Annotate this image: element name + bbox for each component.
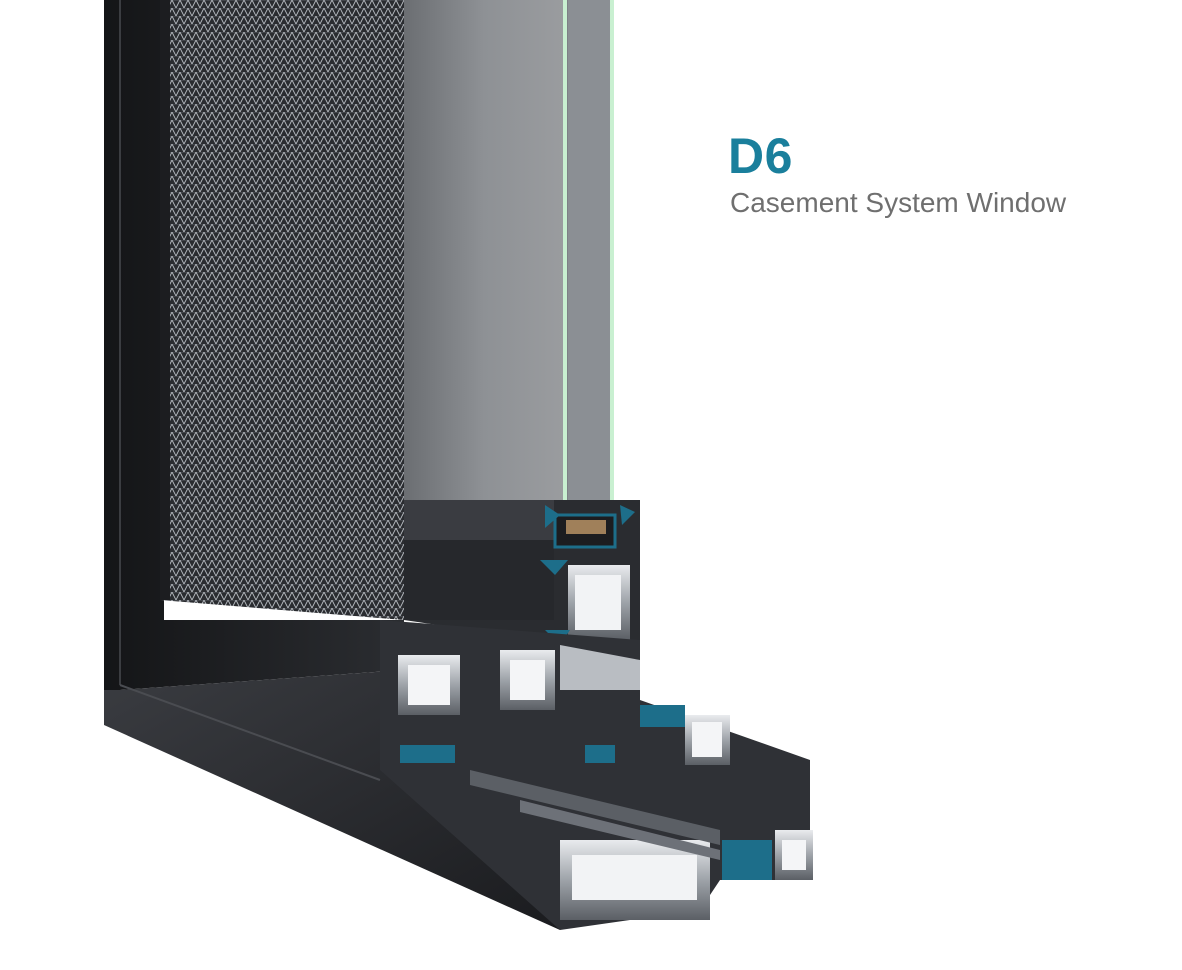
glass-pane [404,0,614,545]
product-subtitle: Casement System Window [730,187,1067,218]
product-title-block: D6 Casement System Window [728,128,1148,220]
insect-screen-mesh [160,0,404,620]
model-name: D6 [728,128,793,184]
frame-profile [380,620,813,930]
sash-profile [404,500,640,645]
